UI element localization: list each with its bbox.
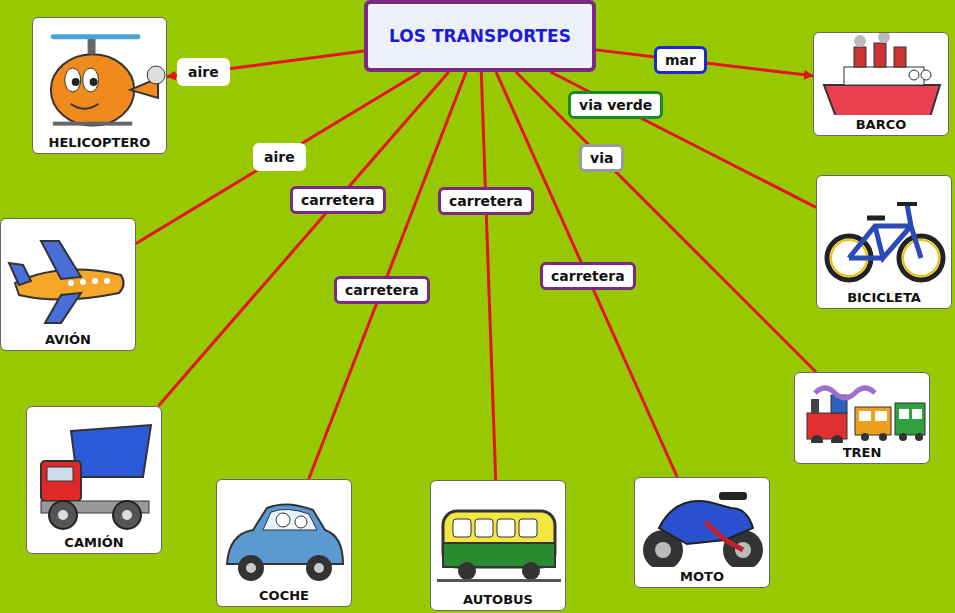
vehicle-name: BICICLETA bbox=[817, 290, 951, 305]
helicopter-box: HELICOPTERO bbox=[32, 17, 167, 154]
vehicle-name: AVIÓN bbox=[1, 332, 135, 347]
bicycle-box: BICICLETA bbox=[816, 175, 952, 309]
car-box: COCHE bbox=[216, 479, 352, 607]
vehicle-name: HELICOPTERO bbox=[33, 135, 166, 150]
vehicle-illustration bbox=[217, 480, 353, 586]
edge-label: aire bbox=[253, 143, 306, 171]
vehicle-illustration bbox=[814, 33, 950, 115]
connector bbox=[551, 72, 816, 207]
title-box: LOS TRANSPORTES bbox=[364, 0, 596, 72]
vehicle-illustration bbox=[27, 407, 163, 533]
connector bbox=[158, 72, 448, 406]
vehicle-name: BARCO bbox=[814, 117, 948, 132]
edge-label: carretera bbox=[540, 262, 636, 290]
vehicle-illustration bbox=[1, 219, 137, 330]
connector bbox=[136, 72, 420, 243]
train-box: TREN bbox=[794, 372, 930, 464]
connector bbox=[496, 72, 677, 477]
edge-label: via bbox=[579, 144, 624, 172]
vehicle-illustration bbox=[795, 373, 931, 443]
edge-label: carretera bbox=[334, 276, 430, 304]
vehicle-name: CAMIÓN bbox=[27, 535, 161, 550]
edge-label: carretera bbox=[438, 187, 534, 215]
edge-label: via verde bbox=[568, 91, 663, 119]
motorbike-box: MOTO bbox=[634, 477, 770, 588]
connector bbox=[309, 72, 466, 479]
edge-label: mar bbox=[654, 46, 707, 74]
vehicle-illustration bbox=[33, 18, 168, 133]
connector bbox=[516, 72, 816, 372]
truck-box: CAMIÓN bbox=[26, 406, 162, 554]
edge-label: carretera bbox=[290, 186, 386, 214]
vehicle-name: COCHE bbox=[217, 588, 351, 603]
vehicle-illustration bbox=[635, 478, 771, 567]
bus-box: AUTOBUS bbox=[430, 480, 566, 611]
vehicle-name: AUTOBUS bbox=[431, 592, 565, 607]
edge-label: aire bbox=[177, 58, 230, 86]
vehicle-illustration bbox=[431, 481, 567, 590]
title-text: LOS TRANSPORTES bbox=[368, 4, 592, 68]
vehicle-name: MOTO bbox=[635, 569, 769, 584]
vehicle-name: TREN bbox=[795, 445, 929, 460]
plane-box: AVIÓN bbox=[0, 218, 136, 351]
connector bbox=[481, 72, 495, 480]
vehicle-illustration bbox=[817, 176, 953, 288]
boat-box: BARCO bbox=[813, 32, 949, 136]
